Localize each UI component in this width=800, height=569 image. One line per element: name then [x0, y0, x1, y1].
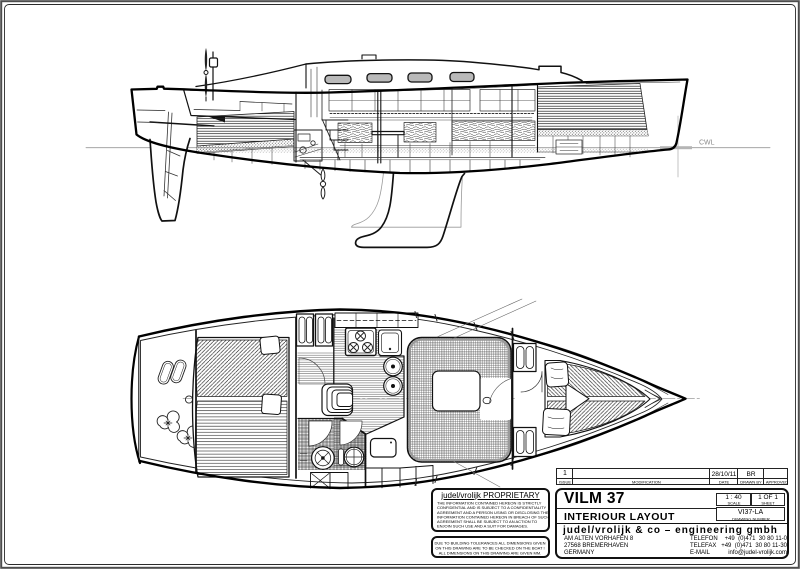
svg-text:CWL: CWL [699, 140, 715, 147]
